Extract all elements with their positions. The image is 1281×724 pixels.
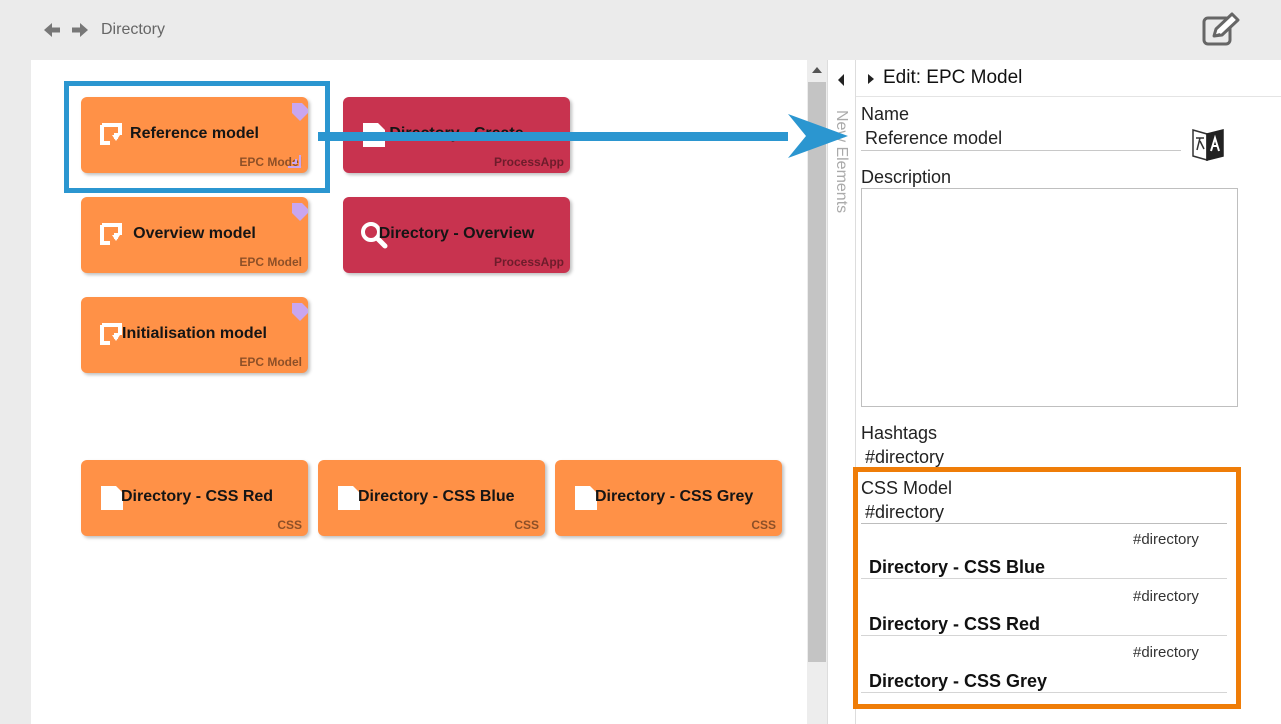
css-option-tag: #directory: [1133, 644, 1199, 661]
highlight-frame-orange: [853, 467, 1241, 709]
resize-handle-icon[interactable]: [286, 153, 302, 169]
translate-icon[interactable]: [1190, 126, 1226, 164]
search-icon: [361, 222, 388, 249]
css-model-underline: [861, 523, 1227, 524]
tile-type-label: CSS: [514, 518, 539, 532]
caret-right-icon[interactable]: [866, 73, 876, 85]
css-model-field[interactable]: #directory: [865, 502, 945, 522]
edit-panel-header: [855, 60, 1281, 97]
collapse-left-icon[interactable]: [827, 62, 854, 98]
document-icon: [338, 486, 360, 510]
tag-icon: [292, 203, 308, 221]
css-option-red[interactable]: Directory - CSS Red: [869, 614, 1041, 634]
annotation-arrow: [318, 114, 848, 158]
css-option-divider: [861, 692, 1227, 693]
tile-initialisation-model[interactable]: Initialisation model EPC Model: [81, 297, 308, 373]
tile-title: Directory - CSS Red: [121, 488, 274, 505]
document-icon: [575, 486, 597, 510]
panel-title: Edit: EPC Model: [883, 67, 1023, 88]
canvas-scrollbar-thumb[interactable]: [808, 82, 826, 662]
tile-type-label: ProcessApp: [493, 255, 564, 269]
name-label: Name: [861, 104, 910, 124]
css-option-divider: [861, 578, 1227, 579]
tile-title: Reference model: [130, 125, 259, 142]
epc-model-icon: [100, 323, 122, 345]
hashtags-field[interactable]: #directory: [865, 447, 945, 467]
description-textarea[interactable]: [861, 188, 1238, 407]
highlight-frame-blue: [64, 81, 330, 193]
tile-title: Directory - Overview: [378, 225, 535, 242]
tile-directory-css-red[interactable]: Directory - CSS Red CSS: [81, 460, 308, 536]
css-option-tag: #directory: [1133, 588, 1199, 605]
new-elements-sidebar[interactable]: [827, 60, 856, 724]
css-option-divider: [861, 635, 1227, 636]
tile-type-label: ProcessApp: [493, 155, 564, 169]
tile-type-label: EPC Model: [239, 255, 302, 269]
css-option-grey[interactable]: Directory - CSS Grey: [869, 671, 1048, 691]
tile-title: Directory - CSS Blue: [358, 488, 515, 505]
tile-type-label: EPC Model: [239, 155, 302, 169]
name-field[interactable]: Reference model: [865, 128, 1003, 148]
description-label: Description: [861, 167, 952, 187]
tile-directory-css-blue[interactable]: Directory - CSS Blue CSS: [318, 460, 545, 536]
css-model-label: CSS Model: [861, 478, 953, 498]
css-option-blue[interactable]: Directory - CSS Blue: [869, 557, 1046, 577]
tile-type-label: EPC Model: [239, 355, 302, 369]
scroll-up-icon[interactable]: [807, 62, 827, 78]
tag-icon: [292, 103, 308, 121]
document-icon: [101, 486, 123, 510]
epc-model-icon: [100, 123, 122, 145]
tile-type-label: CSS: [751, 518, 776, 532]
css-option-tag: #directory: [1133, 531, 1199, 548]
tile-type-label: CSS: [277, 518, 302, 532]
name-field-underline: [861, 150, 1181, 151]
tile-overview-model[interactable]: Overview model EPC Model: [81, 197, 308, 273]
tile-directory-overview[interactable]: Directory - Overview ProcessApp: [343, 197, 570, 273]
top-bar: [0, 0, 1281, 60]
arrow-right-icon[interactable]: [70, 20, 90, 40]
arrow-left-icon[interactable]: [42, 20, 62, 40]
tag-icon: [292, 303, 308, 321]
edit-icon[interactable]: [1200, 12, 1242, 48]
tile-title: Directory - CSS Grey: [595, 488, 754, 505]
tile-directory-css-grey[interactable]: Directory - CSS Grey CSS: [555, 460, 782, 536]
hashtags-label: Hashtags: [861, 423, 938, 443]
tile-title: Initialisation model: [122, 325, 267, 342]
tile-title: Overview model: [133, 225, 256, 242]
breadcrumb[interactable]: Directory: [101, 21, 166, 38]
tile-reference-model[interactable]: Reference model EPC Model: [81, 97, 308, 173]
epc-model-icon: [100, 223, 122, 245]
